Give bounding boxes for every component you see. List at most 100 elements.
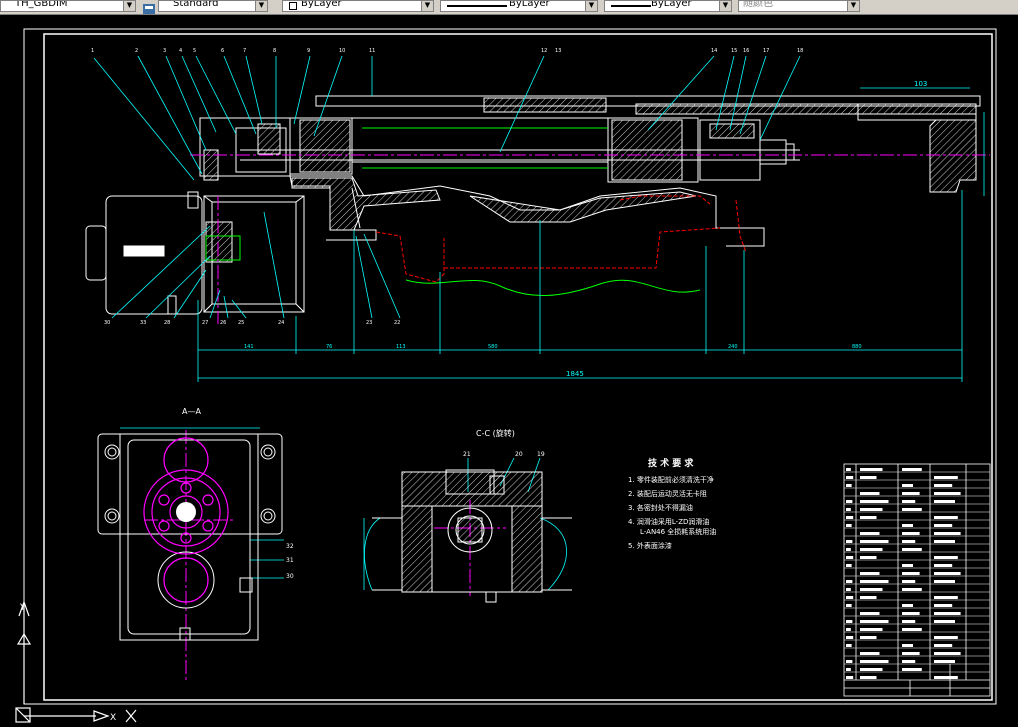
total-length-dim: 1845 xyxy=(566,370,584,378)
view-a-a-label: A—A xyxy=(182,407,201,416)
chevron-down-icon[interactable]: ▼ xyxy=(255,1,267,11)
part-number: 33 xyxy=(140,320,146,326)
table-cell-text xyxy=(934,644,953,647)
part-number: 16 xyxy=(743,48,749,54)
part-number: 21 xyxy=(463,451,471,458)
plotstyle-combo[interactable]: 随颜色 ▼ xyxy=(738,0,860,12)
table-cell-text xyxy=(860,548,883,551)
chevron-down-icon[interactable]: ▼ xyxy=(847,1,859,11)
outer-frame xyxy=(23,28,997,705)
part-number: 11 xyxy=(369,48,375,54)
part-number: 14 xyxy=(711,48,717,54)
table-cell-text xyxy=(902,540,916,543)
ucs-icon xyxy=(15,600,137,723)
part-number: 27 xyxy=(202,320,208,326)
chevron-down-icon[interactable]: ▼ xyxy=(421,1,433,11)
table-cell-text xyxy=(934,580,955,583)
dimstyle-combo[interactable]: TH_GBDIM ▼ xyxy=(0,0,136,12)
chevron-down-icon[interactable]: ▼ xyxy=(123,1,135,11)
hidden-lines xyxy=(375,195,747,283)
table-cell-text xyxy=(860,676,877,679)
text-style-icon[interactable] xyxy=(142,0,156,14)
table-cell-text xyxy=(902,524,913,527)
table-cell-text xyxy=(860,620,889,623)
part-number: 2 xyxy=(135,48,138,54)
table-cell-text xyxy=(846,516,854,519)
properties-toolbar: TH_GBDIM ▼ Standard ▼ ByLayer ▼ ByLayer … xyxy=(0,0,1018,15)
table-cell-text xyxy=(934,652,961,655)
layer-combo[interactable]: ByLayer ▼ xyxy=(282,0,434,12)
part-number: 17 xyxy=(763,48,769,54)
dimension-value: 580 xyxy=(488,344,498,350)
linetype-value: ByLayer xyxy=(509,0,550,9)
view-a-a xyxy=(97,433,283,641)
table-cell-text xyxy=(934,556,958,559)
part-number: 1 xyxy=(91,48,94,54)
table-cell-text xyxy=(902,644,913,647)
table-cell-text xyxy=(860,588,883,591)
table-cell-text xyxy=(846,668,851,671)
table-cell-text xyxy=(902,468,922,471)
table-cell-text xyxy=(860,652,880,655)
table-cell-text xyxy=(860,540,889,543)
main-assembly-view xyxy=(85,95,981,315)
table-cell-text xyxy=(934,516,958,519)
table-cell-text xyxy=(934,596,958,599)
phantom-lines xyxy=(205,127,701,297)
table-cell-text xyxy=(902,500,916,503)
table-cell-text xyxy=(902,508,922,511)
inner-frame xyxy=(43,33,993,701)
table-cell-text xyxy=(934,532,961,535)
table-cell-text xyxy=(902,668,922,671)
part-number: 23 xyxy=(366,320,372,326)
table-cell-text xyxy=(934,540,955,543)
table-cell-text xyxy=(934,524,953,527)
table-cell-text xyxy=(902,484,913,487)
part-number: 13 xyxy=(555,48,561,54)
chevron-down-icon[interactable]: ▼ xyxy=(719,1,731,11)
chevron-down-icon[interactable]: ▼ xyxy=(585,1,597,11)
table-cell-text xyxy=(902,604,913,607)
tech-requirement-item: 3. 各密封处不得漏油 xyxy=(628,503,693,512)
table-cell-text xyxy=(846,500,853,503)
table-cell-text xyxy=(846,508,851,511)
tech-requirement-item: 5. 外表面涂漆 xyxy=(628,541,672,550)
layer-value: ByLayer xyxy=(301,0,342,9)
top-right-dim: 103 xyxy=(914,80,927,88)
part-number: 19 xyxy=(537,451,545,458)
table-cell-text xyxy=(846,564,852,567)
part-number: 8 xyxy=(273,48,276,54)
table-cell-text xyxy=(846,484,852,487)
table-cell-text xyxy=(934,500,955,503)
part-number: 4 xyxy=(179,48,182,54)
part-number: 3 xyxy=(163,48,166,54)
lineweight-combo[interactable]: ByLayer ▼ xyxy=(604,0,732,12)
part-number: 26 xyxy=(220,320,226,326)
table-cell-text xyxy=(902,612,920,615)
table-cell-text xyxy=(902,564,913,567)
linetype-sample xyxy=(447,5,507,7)
table-cell-text xyxy=(846,628,851,631)
part-number: 5 xyxy=(193,48,196,54)
table-cell-text xyxy=(902,548,922,551)
linetype-combo[interactable]: ByLayer ▼ xyxy=(440,0,598,12)
table-cell-text xyxy=(846,620,853,623)
part-number: 24 xyxy=(278,320,284,326)
dimstyle-value: TH_GBDIM xyxy=(15,0,68,9)
part-number: 15 xyxy=(731,48,737,54)
table-cell-text xyxy=(934,484,953,487)
table-cell-text xyxy=(934,572,961,575)
dimension-lines xyxy=(93,55,985,591)
table-cell-text xyxy=(902,620,916,623)
table-cell-text xyxy=(846,476,854,479)
table-cell-text xyxy=(934,604,953,607)
part-number: 18 xyxy=(797,48,803,54)
textstyle-combo[interactable]: Standard ▼ xyxy=(158,0,268,12)
part-number: 12 xyxy=(541,48,547,54)
table-cell-text xyxy=(902,492,920,495)
dimension-value: 113 xyxy=(396,344,406,350)
table-cell-text xyxy=(860,628,883,631)
